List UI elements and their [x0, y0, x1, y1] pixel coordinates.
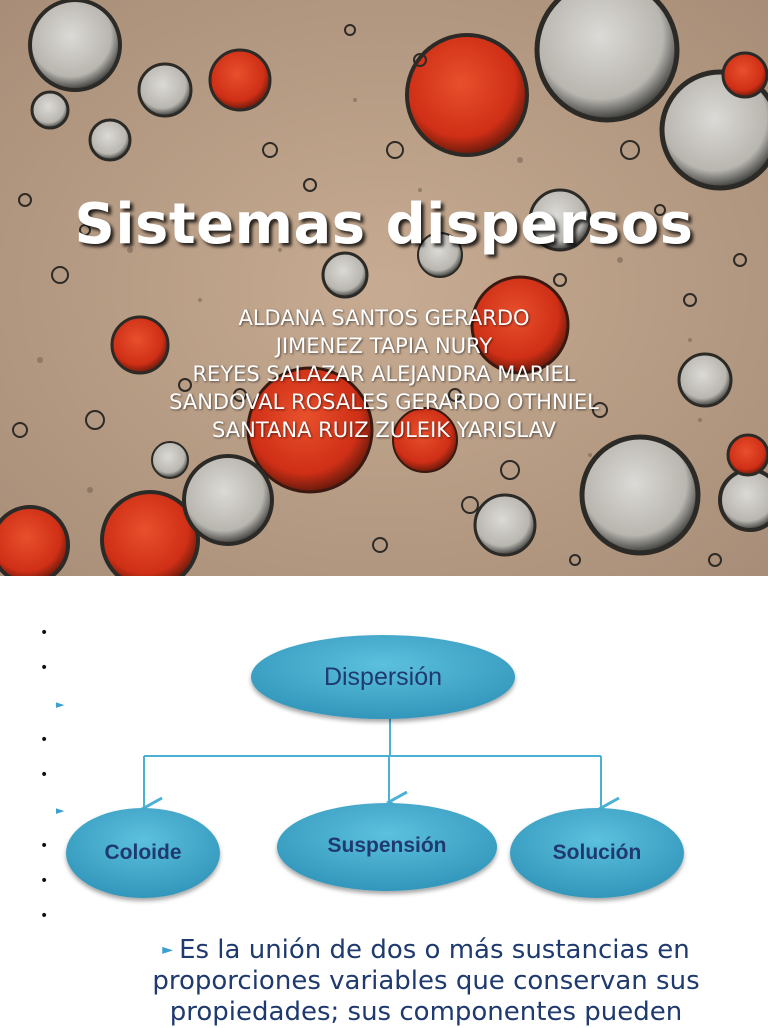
author-list: ALDANA SANTOS GERARDO JIMENEZ TAPIA NURY…: [0, 304, 768, 444]
author-name: ALDANA SANTOS GERARDO: [238, 306, 530, 330]
root-node-shape: [251, 635, 515, 719]
arrow-bullet-icon: ►: [162, 942, 174, 958]
child-node-shape-solucion: [510, 808, 684, 898]
dot-bullet-icon: •: [40, 660, 49, 676]
connector-lines: [140, 714, 620, 820]
author-name: SANTANA RUIZ ZULEIK YARISLAV: [212, 418, 556, 442]
slide-title: Sistemas dispersos: [74, 192, 694, 257]
child-node-shape-suspension: [277, 803, 497, 891]
definition-body: Es la unión de dos o más sustancias en p…: [152, 935, 700, 1027]
dot-bullet-icon: •: [40, 732, 49, 748]
child-node-label: Coloide: [104, 841, 182, 864]
arrow-bullet-icon: ►: [56, 804, 65, 817]
child-node-label: Suspensión: [327, 834, 447, 857]
dot-bullet-icon: •: [40, 873, 49, 889]
root-node-label: Dispersión: [323, 663, 443, 691]
author-name: REYES SALAZAR ALEJANDRA MARIEL: [192, 362, 576, 386]
dot-bullet-icon: •: [40, 767, 49, 783]
child-node-label: Solución: [552, 841, 642, 864]
dispersion-diagram: [66, 635, 684, 898]
author-name: JIMENEZ TAPIA NURY: [275, 334, 493, 358]
child-node-shape-coloide: [66, 808, 220, 898]
dot-bullet-icon: •: [40, 838, 49, 854]
definition-text: ►Es la unión de dos o más sustancias en …: [86, 935, 766, 1028]
dot-bullet-icon: •: [40, 908, 49, 924]
bullet-column: • • ► • • ► • • •: [0, 576, 70, 1024]
author-name: SANDOVAL ROSALES GERARDO OTHNIEL: [169, 390, 599, 414]
droplet-background: [0, 0, 768, 576]
arrow-bullet-icon: ►: [56, 698, 65, 711]
dot-bullet-icon: •: [40, 625, 49, 641]
dispersion-slide: • • ► • • ► • • •: [0, 576, 768, 1024]
title-slide: Sistemas dispersos ALDANA SANTOS GERARDO…: [0, 0, 768, 576]
